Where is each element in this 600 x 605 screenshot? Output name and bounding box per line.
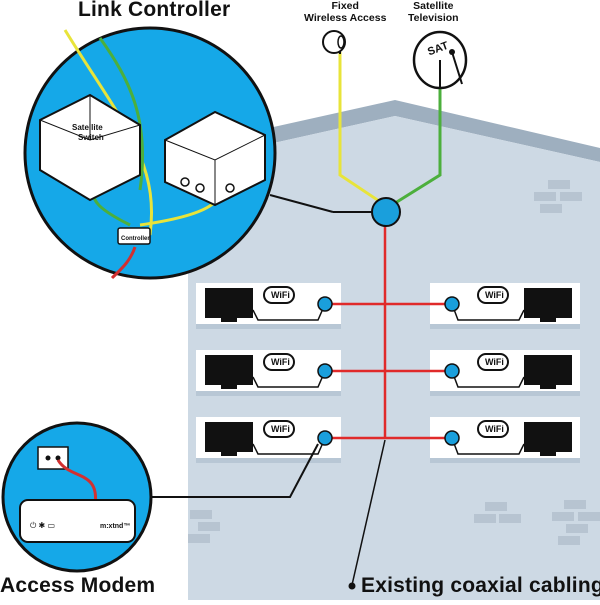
wifi-badge-2: WiFi: [271, 357, 290, 367]
modem-brand: m:xtnd™: [100, 523, 130, 530]
amplifier-icon: [164, 110, 266, 207]
shelves: [196, 324, 580, 463]
satellite-cable: [391, 60, 442, 207]
small-controller-icon: Controller: [117, 227, 151, 245]
satellite-switch-label: Satellite Switch: [72, 123, 105, 142]
coax-cabling-title: Existing coaxial cabling: [361, 574, 600, 597]
right-rooms: [451, 286, 572, 456]
coax-pointer: [351, 439, 386, 586]
link-controller-hub: [371, 197, 401, 227]
satellite-switch-icon: Satellite Switch: [39, 93, 141, 202]
floor-coax-links: [330, 302, 448, 440]
coax-pointer-dot: [348, 582, 356, 590]
wifi-badge-5: WiFi: [485, 357, 504, 367]
wifi-badges: WiFi WiFi WiFi WiFi WiFi WiFi: [271, 290, 504, 434]
wifi-badge-4: WiFi: [485, 290, 504, 300]
small-controller-label: Controller: [121, 236, 150, 242]
fixed-wireless-antenna-icon: [322, 30, 346, 54]
link-controller-zoom: Satellite Switch Controller: [23, 26, 277, 280]
adapter-nodes: [317, 296, 460, 446]
modem-status-icons: ⏻ ✱ ▭: [30, 521, 55, 530]
wifi-badge-6: WiFi: [485, 424, 504, 434]
wifi-badge-3: WiFi: [271, 424, 290, 434]
access-modem-leader: [150, 443, 319, 498]
link-controller-title: Link Controller: [78, 0, 231, 21]
satellite-dish-icon: SAT: [412, 30, 468, 90]
wifi-badge-1: WiFi: [271, 290, 290, 300]
access-modem-zoom: ⏻ ✱ ▭ m:xtnd™: [1, 421, 153, 573]
modem-body: [19, 499, 136, 543]
left-rooms: [205, 286, 326, 456]
access-modem-title: Access Modem: [0, 574, 156, 597]
fixed-wireless-cable: [338, 52, 386, 207]
house-wall: [188, 116, 600, 600]
bricks: [188, 180, 600, 545]
link-controller-leader: [269, 194, 334, 213]
